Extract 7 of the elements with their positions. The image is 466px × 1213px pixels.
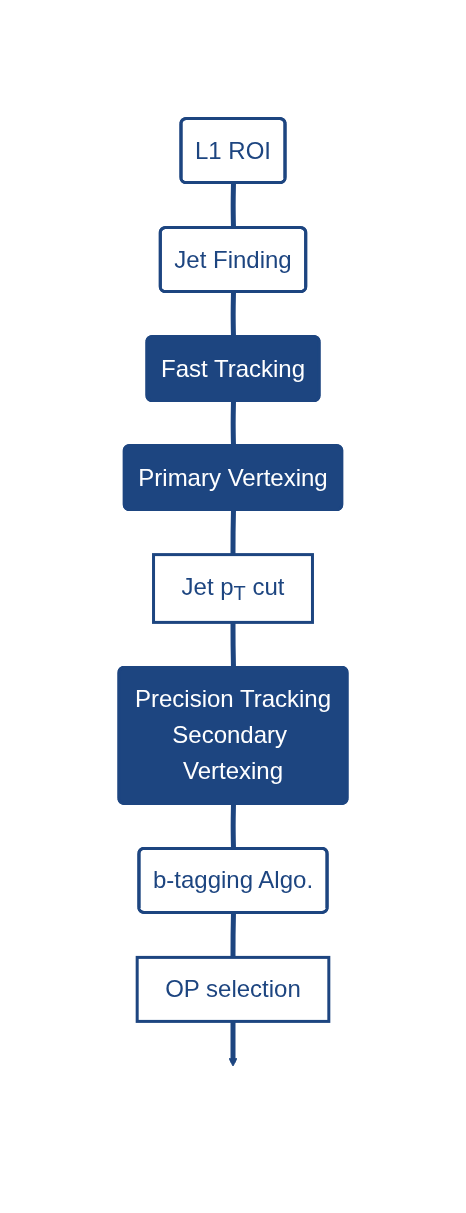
connector — [230, 622, 236, 668]
node-box: Jet p$_{T}$ cut — [152, 553, 314, 624]
node-box: OP selection — [135, 955, 331, 1023]
connector — [230, 510, 236, 555]
connector — [230, 912, 236, 958]
connector — [230, 803, 236, 849]
arrow — [228, 1021, 238, 1067]
